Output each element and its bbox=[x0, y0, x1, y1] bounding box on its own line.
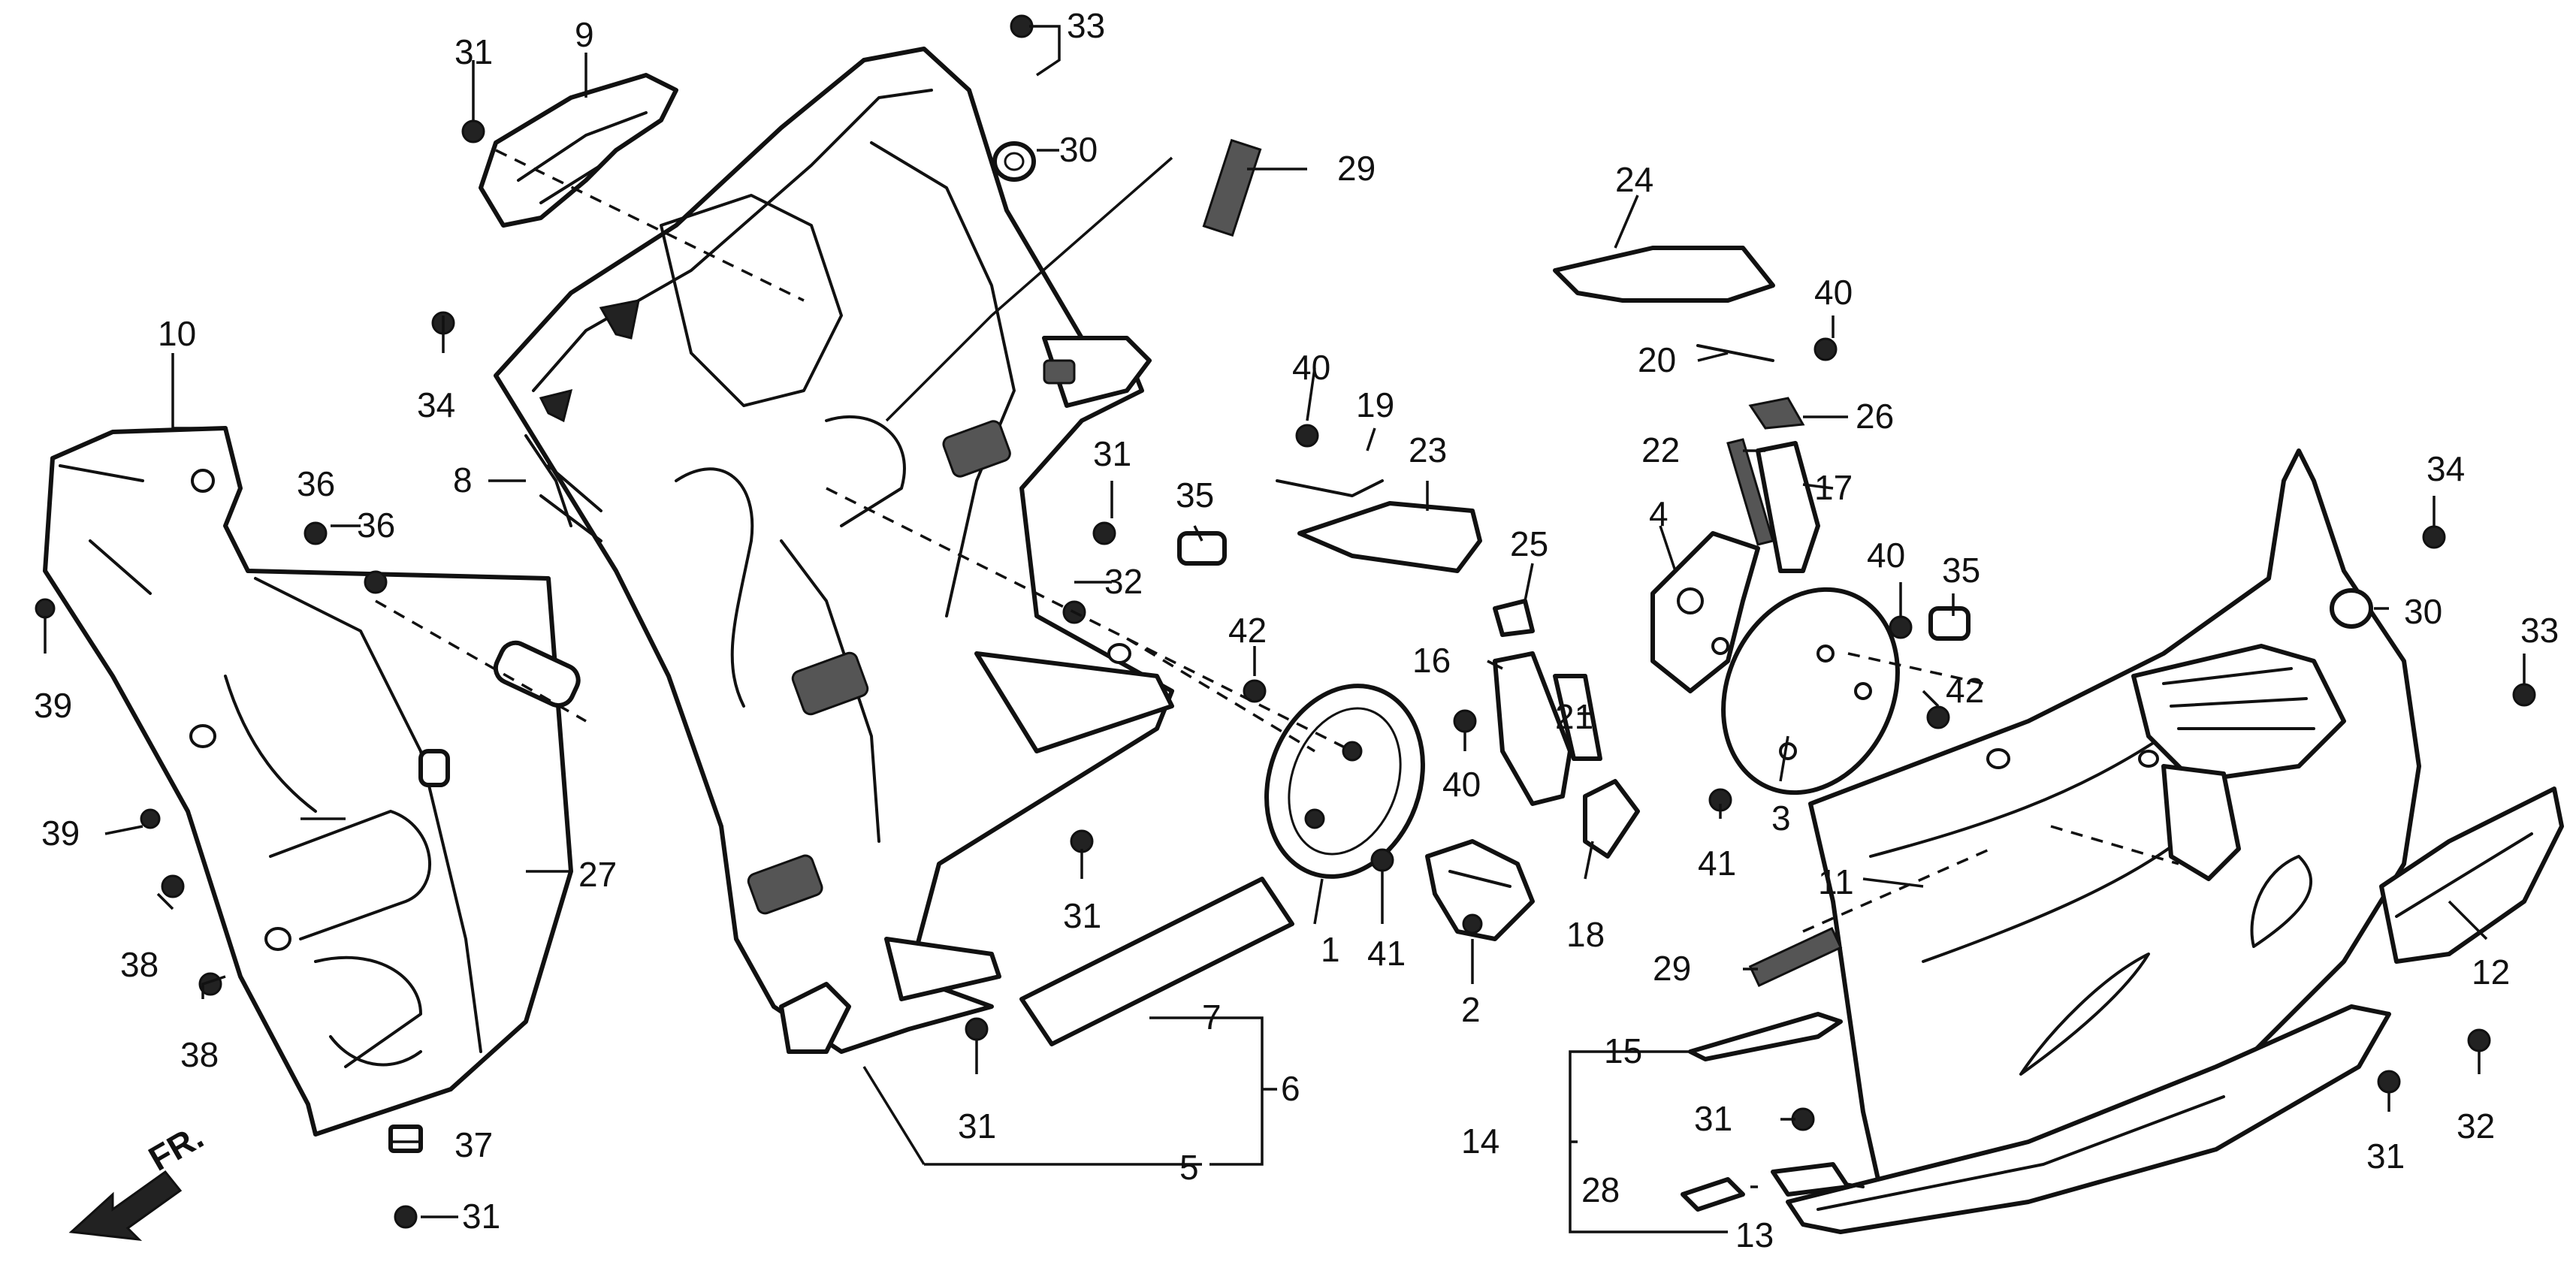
bracket-2 bbox=[1425, 839, 1535, 941]
leader-lines bbox=[44, 25, 2526, 1233]
callout-9: 9 bbox=[575, 15, 594, 54]
callout-36-a: 36 bbox=[297, 464, 335, 503]
foam-29-right bbox=[1748, 926, 1843, 988]
center-inner-cowl-8 bbox=[494, 47, 1174, 1054]
callout-38-a: 38 bbox=[120, 945, 159, 984]
callout-13: 13 bbox=[1735, 1215, 1774, 1254]
callout-30-top: 30 bbox=[1059, 130, 1098, 169]
callout-40-a: 40 bbox=[1292, 348, 1330, 387]
callout-34-left: 34 bbox=[417, 385, 455, 424]
callout-4: 4 bbox=[1649, 494, 1669, 533]
right-lower-cowl-11 bbox=[1808, 448, 2421, 1182]
callout-10: 10 bbox=[158, 314, 196, 353]
callout-35-center: 35 bbox=[1176, 475, 1214, 515]
callout-21: 21 bbox=[1555, 697, 1593, 736]
callout-33-top: 33 bbox=[1067, 6, 1105, 45]
callout-29-top: 29 bbox=[1337, 149, 1376, 188]
callout-16: 16 bbox=[1412, 641, 1451, 680]
callout-41-a: 41 bbox=[1367, 934, 1406, 973]
callout-2: 2 bbox=[1461, 990, 1481, 1029]
callout-26: 26 bbox=[1856, 397, 1894, 436]
callout-29-right: 29 bbox=[1653, 949, 1691, 988]
callout-31-upper-left: 31 bbox=[454, 32, 493, 71]
foam-29-top bbox=[1202, 138, 1262, 237]
bracket-16 bbox=[1493, 651, 1572, 806]
callout-35-right: 35 bbox=[1942, 551, 1980, 590]
callout-24: 24 bbox=[1615, 160, 1653, 199]
clip-28 bbox=[1681, 1177, 1745, 1212]
callout-31-center: 31 bbox=[1093, 434, 1131, 473]
bracket-4 bbox=[1650, 531, 1760, 693]
front-direction-arrow: FR. bbox=[68, 1117, 210, 1241]
front-arrow-label: FR. bbox=[142, 1117, 210, 1179]
callout-37: 37 bbox=[454, 1125, 493, 1164]
callout-39-a: 39 bbox=[34, 686, 72, 725]
callout-19: 19 bbox=[1356, 385, 1394, 424]
callout-25: 25 bbox=[1510, 524, 1548, 563]
callout-31-center-low: 31 bbox=[1063, 896, 1101, 935]
callout-38-b: 38 bbox=[180, 1035, 219, 1074]
upper-panel-9 bbox=[479, 73, 678, 228]
cover-5-bracket bbox=[779, 982, 851, 1054]
callout-30-right: 30 bbox=[2404, 592, 2442, 631]
callout-14: 14 bbox=[1461, 1122, 1499, 1161]
cover-1 bbox=[1264, 684, 1425, 879]
callout-8: 8 bbox=[453, 460, 473, 500]
callout-33-right: 33 bbox=[2520, 611, 2559, 650]
callout-17: 17 bbox=[1814, 468, 1853, 507]
fastener-group bbox=[35, 14, 2536, 1229]
alignment-lines bbox=[375, 149, 2179, 933]
callout-41-b: 41 bbox=[1698, 844, 1736, 883]
bracket-17 bbox=[1756, 441, 1820, 573]
callout-12: 12 bbox=[2472, 952, 2510, 992]
molding-15 bbox=[1688, 1012, 1843, 1061]
clip-25 bbox=[1493, 599, 1535, 637]
callout-11: 11 bbox=[1818, 862, 1854, 901]
pad-26 bbox=[1748, 397, 1805, 430]
callout-3: 3 bbox=[1771, 799, 1791, 838]
callout-32-right: 32 bbox=[2457, 1106, 2495, 1146]
bracket-18 bbox=[1583, 779, 1640, 859]
pad-22 bbox=[1726, 438, 1774, 546]
callout-42-b: 42 bbox=[1946, 671, 1984, 710]
callout-23: 23 bbox=[1409, 430, 1447, 469]
callout-22: 22 bbox=[1641, 430, 1680, 469]
callout-20: 20 bbox=[1638, 340, 1676, 379]
callout-39-b: 39 bbox=[41, 814, 80, 853]
callout-40-c: 40 bbox=[1814, 273, 1853, 312]
callout-32-center: 32 bbox=[1104, 562, 1143, 601]
cover-3 bbox=[1721, 587, 1900, 795]
callout-34-right: 34 bbox=[2427, 449, 2465, 488]
callout-42-a: 42 bbox=[1228, 611, 1267, 650]
seal-7 bbox=[1019, 877, 1294, 1046]
callout-1: 1 bbox=[1321, 930, 1340, 969]
stay-24 bbox=[1553, 246, 1775, 362]
callout-5: 5 bbox=[1179, 1148, 1199, 1187]
callout-31-bottom-left: 31 bbox=[462, 1197, 500, 1236]
callout-7: 7 bbox=[1202, 998, 1222, 1037]
callout-31-far-right: 31 bbox=[2366, 1137, 2405, 1176]
callout-40-d: 40 bbox=[1867, 536, 1905, 575]
stay-23 bbox=[1276, 479, 1482, 573]
callout-6: 6 bbox=[1281, 1069, 1300, 1108]
callout-15: 15 bbox=[1604, 1031, 1642, 1070]
callout-labels: 1 2 3 4 5 6 7 8 9 10 11 12 13 14 15 16 1… bbox=[34, 6, 2559, 1254]
plate-21 bbox=[1553, 674, 1602, 761]
callout-36-b: 36 bbox=[357, 506, 395, 545]
callout-31-bottom-center: 31 bbox=[958, 1106, 996, 1146]
under-cover-13 bbox=[1771, 1004, 2391, 1234]
callout-28: 28 bbox=[1581, 1170, 1620, 1209]
left-side-cowl-27 bbox=[43, 426, 581, 1137]
callout-40-b: 40 bbox=[1442, 765, 1481, 804]
callout-27: 27 bbox=[578, 855, 617, 894]
callout-18: 18 bbox=[1566, 915, 1605, 954]
callout-31-right-low: 31 bbox=[1694, 1099, 1732, 1138]
side-cover-12 bbox=[2379, 786, 2564, 964]
